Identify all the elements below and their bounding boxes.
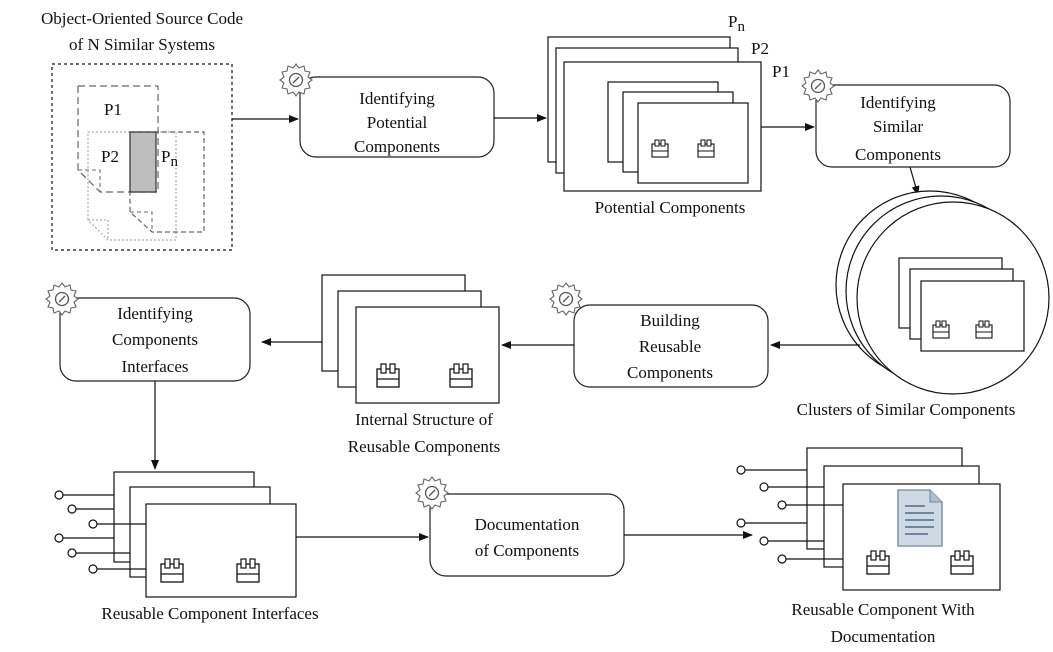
building-line2: Reusable bbox=[639, 337, 701, 356]
documented-stack: Reusable Component With Documentation bbox=[736, 447, 1001, 646]
source-dashed-frame bbox=[51, 63, 233, 251]
interface-lollipops bbox=[54, 490, 146, 574]
identify-similar-line2: Similar bbox=[873, 117, 923, 136]
documentation-box bbox=[429, 493, 625, 577]
identify-similar-step: Identifying Similar Components bbox=[801, 69, 1011, 168]
clusters-label: Clusters of Similar Components bbox=[797, 400, 1016, 419]
building-line3: Components bbox=[627, 363, 713, 382]
identify-potential-line1: Identifying bbox=[359, 89, 435, 108]
identify-similar-line1: Identifying bbox=[860, 93, 936, 112]
source-pn-label: Pn bbox=[161, 147, 178, 170]
building-step: Building Reusable Components bbox=[549, 282, 769, 388]
source-title-line1: Object-Oriented Source Code bbox=[41, 9, 243, 28]
identify-interfaces-line1: Identifying bbox=[117, 304, 193, 323]
cluster-component-card bbox=[920, 280, 1025, 352]
identify-potential-step: Identifying Potential Components bbox=[279, 63, 495, 158]
potential-components-stack: Pn P2 P1 Potential Components bbox=[547, 12, 790, 217]
source-title-line2: of N Similar Systems bbox=[69, 35, 215, 54]
interfaces-card bbox=[145, 503, 297, 598]
documented-line1: Reusable Component With bbox=[791, 600, 975, 619]
identify-interfaces-step: Identifying Components Interfaces bbox=[45, 282, 251, 382]
potential-p2-label: P2 bbox=[751, 39, 769, 58]
source-p2-label: P2 bbox=[101, 147, 119, 166]
source-p1-label: P1 bbox=[104, 100, 122, 119]
internal-structure-line1: Internal Structure of bbox=[355, 410, 493, 429]
identify-potential-line2: Potential bbox=[367, 113, 428, 132]
potential-p1-label: P1 bbox=[772, 62, 790, 81]
identify-similar-box bbox=[815, 84, 1011, 168]
identify-potential-line3: Components bbox=[354, 137, 440, 156]
gear-icon bbox=[549, 282, 583, 316]
internal-structure-card bbox=[355, 306, 500, 404]
p1-document bbox=[77, 85, 159, 193]
internal-structure-line2: Reusable Components bbox=[348, 437, 501, 456]
overlap-region bbox=[129, 131, 157, 193]
documentation-line1: Documentation bbox=[475, 515, 580, 534]
interface-lollipops bbox=[736, 465, 843, 564]
identify-similar-line3: Components bbox=[855, 145, 941, 164]
pn-document bbox=[129, 131, 205, 233]
interfaces-stack: Reusable Component Interfaces bbox=[54, 471, 319, 623]
clusters-group: Clusters of Similar Components bbox=[797, 190, 1050, 419]
documentation-line2: of Components bbox=[475, 541, 579, 560]
documentation-step: Documentation of Components bbox=[415, 476, 625, 577]
identify-potential-box bbox=[299, 76, 495, 158]
building-box bbox=[573, 304, 769, 388]
potential-components-label: Potential Components bbox=[595, 198, 746, 217]
interfaces-label: Reusable Component Interfaces bbox=[101, 604, 318, 623]
identify-interfaces-line2: Components bbox=[112, 330, 198, 349]
documented-line2: Documentation bbox=[831, 627, 936, 646]
potential-pn-label: Pn bbox=[728, 12, 745, 35]
identify-interfaces-line3: Interfaces bbox=[121, 357, 188, 376]
arrow-similar-to-clusters bbox=[909, 166, 920, 196]
building-line1: Building bbox=[640, 311, 700, 330]
document-icon bbox=[897, 489, 943, 547]
source-code-group: Object-Oriented Source Code of N Similar… bbox=[41, 9, 243, 251]
p2-document bbox=[87, 131, 177, 241]
internal-structure-stack: Internal Structure of Reusable Component… bbox=[321, 274, 501, 456]
